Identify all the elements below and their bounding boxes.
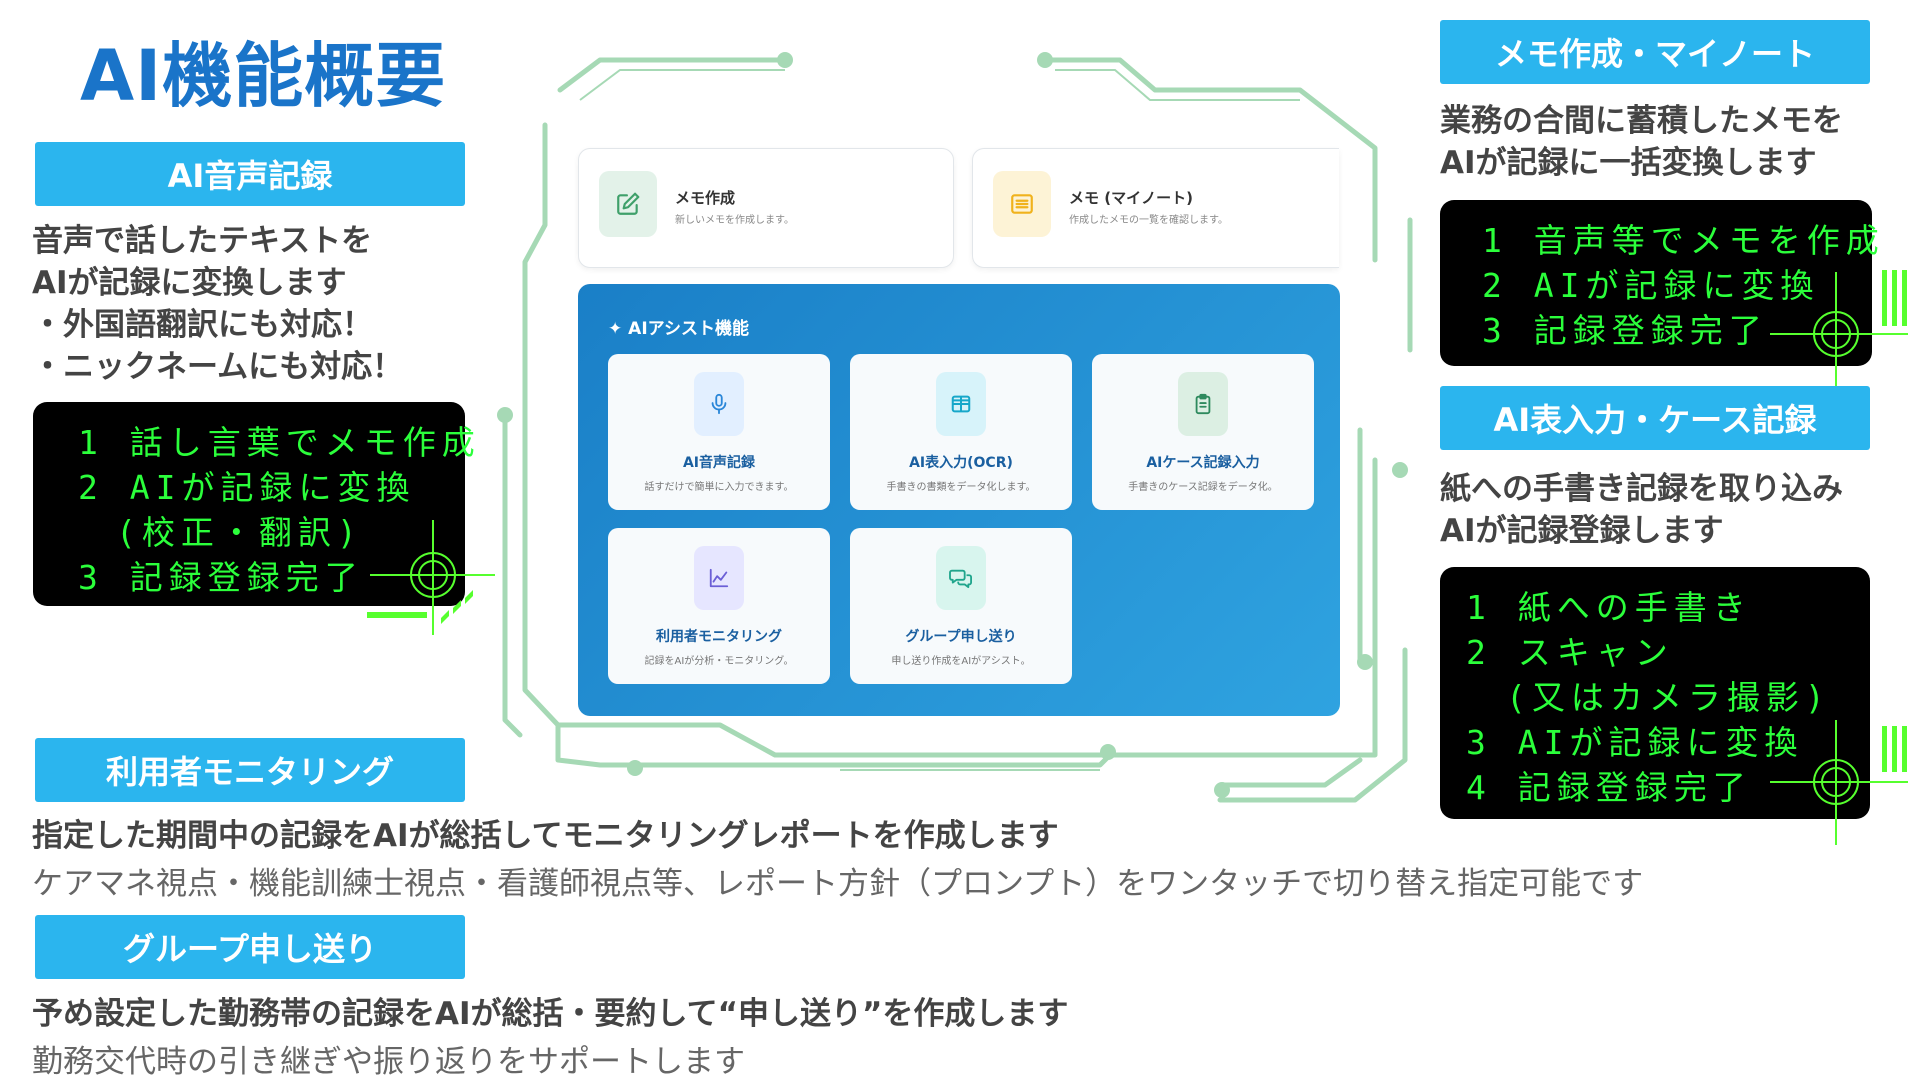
reticle-icon (1770, 270, 1908, 392)
clipboard-icon (1178, 372, 1228, 436)
table-icon (936, 372, 986, 436)
voice-desc-line: ・外国語翻訳にも対応！ (32, 307, 373, 343)
memo-steps-terminal: 1 音声等でメモを作成 2 AIが記録に変換 3 記録登録完了 (1440, 200, 1885, 366)
terminal-line: 1 紙への手書き (1466, 588, 1752, 627)
ai-voice-record-card[interactable]: AI音声記録 話すだけで簡単に入力できます。 (608, 354, 830, 510)
terminal-line: (校正・翻訳) (116, 513, 363, 552)
monitoring-description: 指定した期間中の記録をAIが総括してモニタリングレポートを作成します (32, 818, 1059, 854)
memo-description: 業務の合間に蓄積したメモを AIが記録に一括変換します (1440, 100, 1843, 184)
assist-card-title: AI音声記録 (682, 455, 756, 471)
terminal-line: 2 AIが記録に変換 (1482, 266, 1820, 305)
my-note-card[interactable]: メモ (マイノート) 作成したメモの一覧を確認します。 (972, 148, 1339, 268)
ocr-description: 紙への手書き記録を取り込み AIが記録登録します (1440, 468, 1843, 552)
ai-case-record-card[interactable]: AIケース記録入力 手書きのケース記録をデータ化。 (1092, 354, 1314, 510)
reticle-icon (367, 520, 495, 635)
group-handover-card[interactable]: グループ申し送り 申し送り作成をAIがアシスト。 (850, 528, 1072, 684)
page-title: AI機能概要 (80, 35, 447, 117)
terminal-line: 4 記録登録完了 (1466, 768, 1752, 807)
memo-create-card[interactable]: メモ作成 新しいメモを作成します。 (578, 148, 954, 268)
handover-description: 予め設定した勤務帯の記録をAIが総括・要約して“申し送り”を作成します (32, 996, 1069, 1032)
assist-card-subtitle: 記録をAIが分析・モニタリング。 (644, 656, 794, 667)
ocr-steps-terminal: 1 紙への手書き 2 スキャン (又はカメラ撮影) 3 AIが記録に変換 4 記… (1440, 567, 1870, 819)
microphone-icon (694, 372, 744, 436)
terminal-line: 3 記録登録完了 (78, 558, 364, 597)
banner-memo: メモ作成・マイノート (1440, 20, 1870, 84)
monitoring-subdescription: ケアマネ視点・機能訓練士視点・看護師視点等、レポート方針（プロンプト）をワンタッ… (32, 866, 1644, 902)
handover-subdescription: 勤務交代時の引き継ぎや振り返りをサポートします (32, 1044, 745, 1080)
assist-card-subtitle: 話すだけで簡単に入力できます。 (644, 482, 794, 493)
voice-description: 音声で話したテキストを AIが記録に変換します ・外国語翻訳にも対応！ ・ニック… (32, 220, 403, 388)
pencil-square-icon (599, 171, 657, 237)
banner-ocr: AI表入力・ケース記録 (1440, 386, 1870, 450)
card-subtitle: 作成したメモの一覧を確認します。 (1069, 215, 1228, 226)
memo-desc-line: 業務の合間に蓄積したメモを (1440, 103, 1843, 139)
assist-card-subtitle: 申し送り作成をAIがアシスト。 (891, 656, 1031, 667)
ai-ocr-card[interactable]: AI表入力(OCR) 手書きの書類をデータ化します。 (850, 354, 1072, 510)
terminal-line: 2 スキャン (1466, 633, 1674, 672)
assist-card-subtitle: 手書きのケース記録をデータ化。 (1128, 482, 1278, 493)
terminal-line: 3 記録登録完了 (1482, 311, 1768, 350)
terminal-line: 1 音声等でメモを作成 (1482, 221, 1885, 260)
voice-desc-line: 音声で話したテキストを (32, 223, 373, 259)
card-title: メモ (マイノート) (1069, 189, 1193, 207)
assist-card-title: AIケース記録入力 (1146, 455, 1260, 471)
ocr-desc-line: AIが記録登録します (1440, 513, 1724, 549)
user-monitoring-card[interactable]: 利用者モニタリング 記録をAIが分析・モニタリング。 (608, 528, 830, 684)
ocr-desc-line: 紙への手書き記録を取り込み (1440, 471, 1843, 507)
assist-card-title: AI表入力(OCR) (909, 455, 1013, 471)
terminal-line: 2 AIが記録に変換 (78, 468, 416, 507)
voice-desc-line: ・ニックネームにも対応！ (32, 349, 404, 385)
voice-steps-terminal: 1 話し言葉でメモ作成 2 AIが記録に変換 (校正・翻訳) 3 記録登録完了 (33, 402, 481, 606)
reticle-icon (1770, 720, 1908, 845)
terminal-line: 3 AIが記録に変換 (1466, 723, 1804, 762)
chart-line-icon (694, 546, 744, 610)
ai-assist-panel: ✦ AIアシスト機能 AI音声記録 話すだけで簡単に入力できます。 AI表入力(… (578, 284, 1340, 716)
banner-handover: グループ申し送り (35, 915, 465, 979)
card-subtitle: 新しいメモを作成します。 (675, 215, 794, 226)
chat-bubbles-icon (936, 546, 986, 610)
assist-card-title: 利用者モニタリング (656, 629, 782, 645)
list-icon (993, 171, 1051, 237)
ai-assist-title: ✦ AIアシスト機能 (608, 319, 749, 339)
terminal-line: 1 話し言葉でメモ作成 (78, 423, 481, 462)
assist-card-subtitle: 手書きの書類をデータ化します。 (886, 482, 1036, 493)
terminal-line: (又はカメラ撮影) (1506, 678, 1831, 717)
voice-desc-line: AIが記録に変換します (32, 265, 347, 301)
banner-monitoring: 利用者モニタリング (35, 738, 465, 802)
banner-ai-voice: AI音声記録 (35, 142, 465, 206)
memo-desc-line: AIが記録に一括変換します (1440, 145, 1817, 181)
assist-card-title: グループ申し送り (905, 629, 1017, 645)
card-title: メモ作成 (675, 189, 736, 207)
